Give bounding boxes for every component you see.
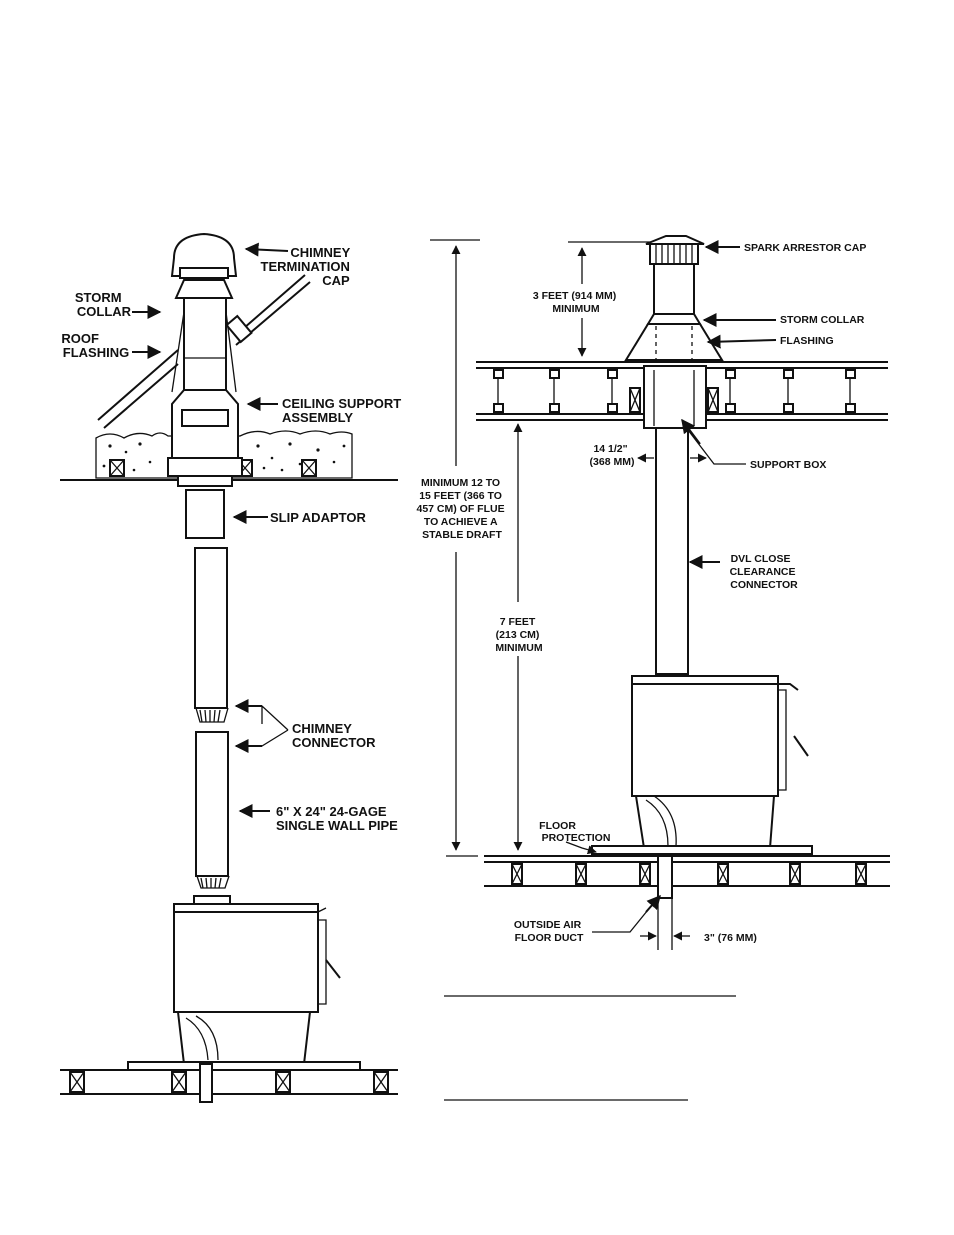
left-leader-arrows xyxy=(132,242,289,818)
svg-text:7 FEET (213 CM) MI: 7 FEET (213 CM) MINIMUM xyxy=(495,616,542,654)
label-chimney-termination-cap: CHIMNEY xyxy=(290,245,350,260)
left-stove-collar xyxy=(193,895,231,905)
svg-text:CHIMNEY TERMINATION: CHIMNEY TERMINATION CAP xyxy=(261,245,354,288)
label-support-box: SUPPORT BOX xyxy=(750,459,826,471)
label-three-feet-minimum: 3 FEET (914 MM) xyxy=(533,290,616,302)
dvl-connector xyxy=(655,427,689,675)
crimp-end-upper xyxy=(195,707,229,723)
right-stove-body xyxy=(631,675,779,797)
insulation-speckle xyxy=(102,442,346,472)
label-storm-collar: STORM xyxy=(75,290,122,305)
left-diagram: CHIMNEY TERMINATION CAP STORM COLLAR ROO… xyxy=(60,232,405,1103)
crimp-end-lower xyxy=(196,875,230,889)
cap-collar xyxy=(179,267,229,279)
roof-trusses xyxy=(493,369,856,413)
right-stove-legs xyxy=(635,795,775,849)
slip-adaptor xyxy=(185,489,225,539)
left-outside-air-duct xyxy=(199,1063,213,1103)
left-floor-joists xyxy=(69,1071,389,1093)
roof-rafter xyxy=(225,314,253,344)
duct-width-extension xyxy=(657,898,673,950)
left-floor-protection xyxy=(127,1061,361,1071)
chimney-connector-upper xyxy=(194,547,228,709)
label-spark-arrestor-cap: SPARK ARRESTOR CAP xyxy=(744,242,866,254)
ceiling-insulation xyxy=(95,430,353,479)
left-stove-handle xyxy=(325,959,341,979)
right-outside-air-hose xyxy=(645,795,677,847)
label-floor-protection: FLOOR xyxy=(539,820,576,832)
svg-text:MINIMUM 12 TO 15 FEET (3: MINIMUM 12 TO 15 FEET (366 TO 457 CM) OF… xyxy=(416,477,507,541)
svg-text:CEILING SUPPORT ASSEMBLY: CEILING SUPPORT ASSEMBLY xyxy=(282,396,405,425)
svg-text:ROOF FLASHING: ROOF FLASHING xyxy=(61,331,129,360)
right-floor-protection xyxy=(591,845,813,855)
right-flashing xyxy=(624,323,724,361)
left-stove-door xyxy=(317,907,327,1005)
right-chimney-pipe xyxy=(653,263,695,317)
right-stove-door xyxy=(778,689,787,791)
label-slip-adaptor: SLIP ADAPTOR xyxy=(270,510,366,525)
label-right-flashing: FLASHING xyxy=(780,335,834,347)
svg-text:14 1/2" (368 MM): 14 1/2" (368 MM) xyxy=(590,443,635,468)
label-right-storm-collar: STORM COLLAR xyxy=(780,314,865,326)
svg-text:6" X 24" 24-GAGE SINGLE: 6" X 24" 24-GAGE SINGLE WALL PIPE xyxy=(276,804,398,833)
left-stove-legs xyxy=(177,1011,311,1065)
svg-text:OUTSIDE AIR FLOOR DUCT: OUTSIDE AIR FLOOR DUCT xyxy=(514,919,584,944)
support-box xyxy=(643,365,707,429)
left-outside-air-hose xyxy=(185,1015,219,1061)
right-floor-joists xyxy=(511,863,867,885)
label-seven-feet-minimum: 7 FEET xyxy=(500,616,536,628)
label-chimney-connector: CHIMNEY xyxy=(292,721,352,736)
label-dvl-connector: DVL CLOSE xyxy=(731,553,791,565)
termination-cap xyxy=(170,232,238,277)
right-diagram: SPARK ARRESTOR CAP 3 FEET (914 MM) MINIM… xyxy=(416,235,890,950)
right-stove-handle xyxy=(793,735,809,757)
left-stove-body xyxy=(173,903,319,1013)
left-roof-flashing xyxy=(171,311,237,393)
roof-line xyxy=(97,274,311,429)
dimension-lines xyxy=(430,239,707,941)
label-single-wall-pipe: 6" X 24" 24-GAGE xyxy=(276,804,387,819)
left-storm-collar xyxy=(174,279,234,299)
right-leader-arrows xyxy=(565,240,777,933)
svg-text:FLOOR PROTECTION: FLOOR PROTECTION xyxy=(539,820,610,844)
support-plate xyxy=(167,457,243,477)
svg-text:CHIMNEY CONNECTOR: CHIMNEY CONNECTOR xyxy=(292,721,376,750)
svg-text:3 FEET (914 MM) MINIMUM: 3 FEET (914 MM) MINIMUM xyxy=(533,290,619,315)
label-roof-flashing: ROOF xyxy=(61,331,99,346)
chimney-pipe xyxy=(183,297,227,399)
label-outside-air-duct: OUTSIDE AIR xyxy=(514,919,582,931)
right-outside-air-duct xyxy=(657,855,673,899)
spark-arrestor-cap xyxy=(645,235,705,245)
svg-text:STORM COLLAR: STORM COLLAR xyxy=(75,290,132,319)
label-box-width: 14 1/2" xyxy=(593,443,627,455)
label-flue-length: MINIMUM 12 TO xyxy=(421,477,500,489)
label-duct-width: 3" (76 MM) xyxy=(704,932,757,944)
svg-text:DVL CLOSE CLEARANCE: DVL CLOSE CLEARANCE CONNECTOR xyxy=(730,553,799,591)
right-storm-collar xyxy=(646,313,702,325)
label-ceiling-support-assembly: CEILING SUPPORT xyxy=(282,396,401,411)
chimney-connector-lower xyxy=(195,731,229,877)
